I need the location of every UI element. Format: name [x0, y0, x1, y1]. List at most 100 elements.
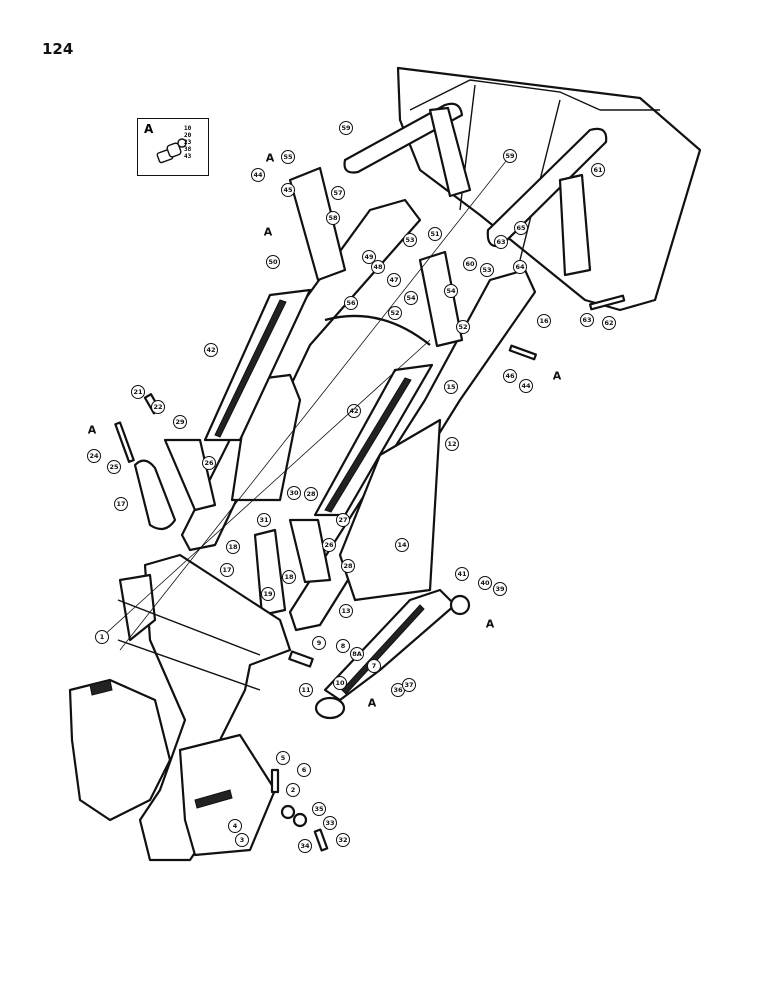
- cylinder-42-left: [203, 288, 312, 442]
- part-callout: 26: [202, 456, 216, 470]
- arm-plate-right: [338, 418, 442, 602]
- callout-label: 28: [343, 562, 353, 570]
- callout-circle: [503, 369, 517, 383]
- part-callout: 12: [445, 437, 459, 451]
- callout-circle: [514, 221, 528, 235]
- part-callout: 53: [480, 263, 494, 277]
- callout-label: 45: [283, 186, 293, 194]
- part-callout: 1: [95, 339, 431, 644]
- callout-label: 13: [341, 607, 350, 615]
- part-callout: 34: [298, 839, 312, 853]
- callout-circle: [480, 263, 494, 277]
- callout-label: 33: [325, 819, 334, 827]
- bucket-bracket-left: [428, 106, 472, 198]
- callout-label: 63: [496, 238, 505, 246]
- callout-label: 54: [446, 287, 456, 295]
- callout-label: 24: [89, 452, 99, 460]
- callout-circle: [228, 819, 242, 833]
- grease-point-callout: A: [553, 370, 562, 383]
- callout-circle: [478, 576, 492, 590]
- part-callout: 42: [204, 343, 218, 357]
- part-callout: 44: [251, 168, 265, 182]
- callout-circle: [251, 168, 265, 182]
- callout-circle: [402, 678, 416, 692]
- part-callout: 59: [339, 121, 353, 135]
- callout-label: 7: [372, 662, 377, 670]
- part-callout: 9: [312, 636, 326, 650]
- callout-label: 32: [338, 836, 347, 844]
- callout-circle: [87, 449, 101, 463]
- callout-circle: [287, 486, 301, 500]
- grease-point-callout: A: [264, 226, 273, 239]
- callout-circle: [95, 630, 109, 644]
- callout-circle: [114, 497, 128, 511]
- part-callout: 16: [537, 314, 551, 328]
- callout-circle: [493, 582, 507, 596]
- part-callout: 58: [326, 211, 340, 225]
- callout-circle: [444, 380, 458, 394]
- callout-label: 36: [393, 686, 403, 694]
- callout-circle: [202, 456, 216, 470]
- part-callout: 51: [428, 227, 442, 241]
- grease-point-callout: A: [88, 424, 97, 437]
- link-17-upper: [133, 459, 177, 531]
- callout-label: 6: [302, 766, 307, 774]
- callout-label: 18: [284, 573, 294, 581]
- callout-label: 25: [109, 463, 119, 471]
- callout-circle: [107, 460, 121, 474]
- part-callout: 14: [395, 538, 409, 552]
- callout-label: 44: [253, 171, 263, 179]
- callout-label: 50: [268, 258, 278, 266]
- part-callout: 54: [444, 284, 458, 298]
- callout-circle: [404, 291, 418, 305]
- callout-leader: [101, 339, 431, 638]
- callout-circle: [297, 763, 311, 777]
- callout-label: 19: [263, 590, 273, 598]
- part-callout: 62: [602, 316, 616, 330]
- callout-circle: [339, 121, 353, 135]
- callout-label: 46: [505, 372, 515, 380]
- callout-label: 11: [301, 686, 311, 694]
- part-callout: 59: [119, 149, 517, 651]
- callout-label: 65: [516, 224, 526, 232]
- grease-point-callout: A: [368, 697, 377, 710]
- base-shade: [194, 789, 233, 809]
- inset-letter: A: [144, 122, 154, 136]
- callout-circle: [602, 316, 616, 330]
- grease-point-callout: A: [266, 152, 275, 165]
- callout-leader: [119, 155, 511, 651]
- bracket-54: [418, 250, 464, 348]
- callout-label: 30: [289, 489, 299, 497]
- link-17-lower: [253, 528, 287, 617]
- callout-label: 26: [204, 459, 214, 467]
- bracket-55: [288, 166, 347, 282]
- callout-label: 56: [346, 299, 356, 307]
- hydraulic-hose: [324, 314, 431, 346]
- callout-circle: [463, 257, 477, 271]
- callout-label: 40: [480, 579, 490, 587]
- callout-circle: [387, 273, 401, 287]
- part-callout: 33: [323, 816, 337, 830]
- callout-label: 41: [457, 570, 467, 578]
- callout-circle: [395, 538, 409, 552]
- callout-circle: [350, 647, 364, 661]
- callout-label: 8A: [352, 650, 362, 658]
- callout-label: 47: [389, 276, 398, 284]
- part-callout: 5: [276, 751, 290, 765]
- callout-circle: [347, 404, 361, 418]
- callout-circle: [323, 816, 337, 830]
- callout-label: 26: [324, 541, 334, 549]
- callout-circle: [339, 604, 353, 618]
- part-callout: 17: [114, 497, 128, 511]
- callout-circle: [445, 437, 459, 451]
- callout-circle: [131, 385, 145, 399]
- callout-label: 21: [133, 388, 143, 396]
- callout-circle: [257, 513, 271, 527]
- callout-label: 3: [240, 836, 245, 844]
- callout-circle: [341, 559, 355, 573]
- part-callout: 61: [591, 163, 605, 177]
- part-callout: 64: [513, 260, 527, 274]
- part-callout: 4: [228, 819, 242, 833]
- part-callout: 28: [341, 559, 355, 573]
